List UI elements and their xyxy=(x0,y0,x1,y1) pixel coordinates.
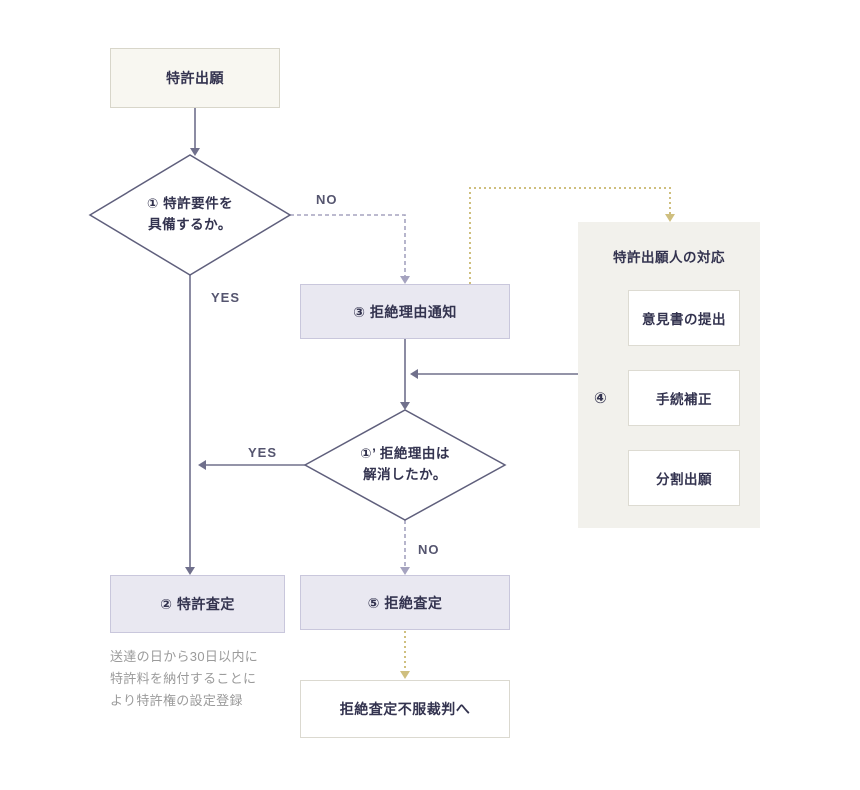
decision1-line2: 具備するか。 xyxy=(148,216,232,232)
decision1-diamond xyxy=(88,154,292,276)
grant-note-line2: 特許料を納付することに xyxy=(110,671,257,687)
decision1-text: ① 特許要件を 具備するか。 xyxy=(90,194,290,236)
grant-note: 送達の日から30日以内に 特許料を納付することに より特許権の設定登録 xyxy=(110,646,310,712)
panel-item-written-opinion-label: 意見書の提出 xyxy=(642,312,726,327)
panel-item-divisional-application: 分割出願 xyxy=(628,450,740,506)
arrowhead-rejection-to-appeal xyxy=(400,671,410,679)
arrowhead-yes-to-grant xyxy=(185,567,195,575)
arrowhead-panel-to-flow xyxy=(410,369,418,379)
panel-title: 特許出願人の対応 xyxy=(613,250,725,265)
decision2-line2: 解消したか。 xyxy=(363,466,447,482)
panel-item-amendment-label: 手続補正 xyxy=(656,392,712,407)
node-rejection-notice-label: ③ 拒絶理由通知 xyxy=(353,303,457,320)
edge-label-yes1: YES xyxy=(211,290,241,305)
node-rejection-decision: ⑤ 拒絶査定 xyxy=(300,575,510,630)
node-patent-grant: ② 特許査定 xyxy=(110,575,285,633)
edge-label-yes2: YES xyxy=(248,445,278,460)
arrowhead-no-to-rejection-notice xyxy=(400,276,410,284)
node-rejection-notice: ③ 拒絶理由通知 xyxy=(300,284,510,339)
decision2-text: ①’ 拒絶理由は 解消したか。 xyxy=(305,444,505,486)
node-patent-application: 特許出願 xyxy=(110,48,280,108)
decision2-diamond xyxy=(303,409,507,521)
node-rejection-decision-label: ⑤ 拒絶査定 xyxy=(367,594,443,611)
edge-label-no2: NO xyxy=(418,542,440,557)
arrowhead-application-to-decision1 xyxy=(190,148,200,156)
arrow-notice-to-panel xyxy=(469,187,671,284)
grant-note-line3: より特許権の設定登録 xyxy=(110,693,243,709)
arrowhead-notice-to-decision2 xyxy=(400,402,410,410)
arrow-no-to-rejection-notice xyxy=(290,214,406,276)
edge-label-no1: NO xyxy=(316,192,338,207)
node-patent-application-label: 特許出願 xyxy=(166,70,224,86)
arrowhead-notice-to-panel xyxy=(665,214,675,222)
node-patent-grant-label: ② 特許査定 xyxy=(160,596,235,612)
step4-label: ④ xyxy=(594,390,607,407)
node-appeal-trial-label: 拒絶査定不服裁判へ xyxy=(339,701,471,717)
arrowhead-yes2-to-grant-line xyxy=(198,460,206,470)
panel-item-divisional-application-label: 分割出願 xyxy=(656,472,712,487)
node-appeal-trial: 拒絶査定不服裁判へ xyxy=(300,680,510,738)
arrowhead-no2-to-rejection-decision xyxy=(400,567,410,575)
panel-item-written-opinion: 意見書の提出 xyxy=(628,290,740,346)
grant-note-line1: 送達の日から30日以内に xyxy=(110,649,259,664)
decision1-line1: ① 特許要件を xyxy=(146,196,234,211)
applicant-response-panel: 特許出願人の対応 意見書の提出 手続補正 分割出願 xyxy=(578,222,760,528)
decision2-line1: ①’ 拒絶理由は xyxy=(360,446,450,461)
panel-item-amendment: 手続補正 xyxy=(628,370,740,426)
